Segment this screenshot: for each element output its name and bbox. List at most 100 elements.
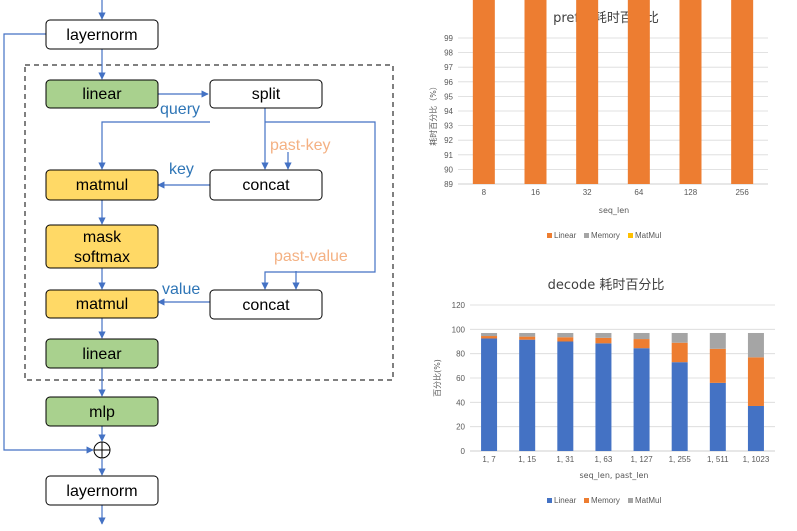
node-label: layernorm xyxy=(66,483,137,500)
x-tick-label: 1, 15 xyxy=(518,455,536,464)
x-axis-title: seq_len, past_len xyxy=(580,471,649,480)
x-tick-label: 128 xyxy=(684,188,698,197)
legend-swatch-linear xyxy=(547,498,552,503)
bar-segment-linear xyxy=(481,338,498,451)
node-linear-top: linear xyxy=(45,79,159,109)
x-tick-label: 1, 255 xyxy=(669,455,692,464)
x-tick-label: 1, 63 xyxy=(595,455,613,464)
y-tick-label: 99 xyxy=(444,34,453,43)
node-label: split xyxy=(252,86,281,103)
node-label: matmul xyxy=(76,177,128,194)
x-tick-label: 1, 127 xyxy=(630,455,653,464)
node-layernorm-bottom: layernorm xyxy=(45,475,159,506)
x-tick-label: 1, 7 xyxy=(482,455,496,464)
node-label: linear xyxy=(82,346,122,363)
node-concat-top: concat xyxy=(209,169,323,201)
label-past-value: past-value xyxy=(274,248,348,265)
bar-segment-memory xyxy=(519,336,536,340)
add-icon xyxy=(93,441,111,459)
y-tick-label: 40 xyxy=(456,398,465,407)
y-tick-label: 94 xyxy=(444,107,453,116)
legend-label-linear: Linear xyxy=(554,496,577,505)
legend-label-memory: Memory xyxy=(591,496,620,505)
bar-segment-matmul xyxy=(481,332,498,337)
legend-swatch-matmul xyxy=(628,233,633,238)
bar-segment-matmul xyxy=(671,332,688,343)
x-tick-label: 256 xyxy=(735,188,749,197)
transformer-block-diagram: layernorm linear split matmul concat mas… xyxy=(3,0,394,525)
legend-swatch-linear xyxy=(547,233,552,238)
node-label: linear xyxy=(82,86,122,103)
x-tick-label: 8 xyxy=(482,188,487,197)
bar-segment-linear xyxy=(472,0,495,184)
bar-segment-linear xyxy=(595,343,612,451)
legend: Linear Memory MatMul xyxy=(547,231,661,240)
node-label: layernorm xyxy=(66,27,137,44)
arrow-split-to-concat-value xyxy=(261,121,376,290)
legend-label-memory: Memory xyxy=(591,231,620,240)
bar-segment-linear xyxy=(627,0,650,184)
y-tick-label: 90 xyxy=(444,165,453,174)
y-tick-label: 93 xyxy=(444,122,453,131)
node-mlp: mlp xyxy=(45,396,159,427)
attention-region xyxy=(24,64,394,381)
x-tick-label: 32 xyxy=(583,188,592,197)
node-linear-bottom: linear xyxy=(45,338,159,369)
label-key: key xyxy=(169,161,194,178)
bar-segment-linear xyxy=(519,339,536,451)
bar-segment-memory xyxy=(671,342,688,363)
node-label: softmax xyxy=(74,249,130,266)
bar-segment-matmul xyxy=(519,332,536,337)
label-past-key: past-key xyxy=(270,137,330,154)
node-label: mask xyxy=(83,229,122,246)
chart-decode: decode 耗时百分比 百分比(%) seq_len, past_len 02… xyxy=(432,278,775,505)
x-tick-label: 1, 511 xyxy=(707,455,729,464)
node-split: split xyxy=(209,79,323,109)
y-axis-title: 百分比(%) xyxy=(432,359,442,397)
y-tick-label: 100 xyxy=(452,325,466,334)
bar-segment-linear xyxy=(679,0,702,184)
label-query: query xyxy=(160,101,200,118)
bar-segment-linear xyxy=(671,362,688,451)
x-tick-label: 16 xyxy=(531,188,540,197)
chart-title: decode 耗时百分比 xyxy=(548,278,665,293)
x-axis-title: seq_len xyxy=(599,206,629,215)
y-tick-label: 20 xyxy=(456,423,465,432)
bar-segment-memory xyxy=(747,357,764,406)
bar-segment-linear xyxy=(576,0,599,184)
x-tick-label: 64 xyxy=(634,188,643,197)
bar-segment-linear xyxy=(731,0,754,184)
legend-swatch-memory xyxy=(584,233,589,238)
y-tick-label: 92 xyxy=(444,136,453,145)
node-concat-bottom: concat xyxy=(209,289,323,320)
y-tick-label: 97 xyxy=(444,63,453,72)
bar-segment-linear xyxy=(747,405,764,451)
y-tick-label: 80 xyxy=(456,350,465,359)
bar-segment-memory xyxy=(481,336,498,339)
arrow-query xyxy=(98,121,210,170)
bar-segment-matmul xyxy=(633,332,650,340)
y-axis-title: 耗时百分比（%） xyxy=(428,82,438,146)
bar-segment-linear xyxy=(524,0,547,184)
legend-label-linear: Linear xyxy=(554,231,577,240)
y-tick-label: 60 xyxy=(456,374,465,383)
label-value: value xyxy=(162,281,200,298)
y-tick-label: 89 xyxy=(444,180,453,189)
legend: Linear Memory MatMul xyxy=(547,496,661,505)
bar-segment-matmul xyxy=(747,332,764,358)
node-layernorm-top: layernorm xyxy=(45,19,159,50)
arrow-residual xyxy=(3,33,94,454)
bar-segment-linear xyxy=(633,348,650,451)
legend-label-matmul: MatMul xyxy=(635,231,661,240)
connectors xyxy=(3,0,376,525)
node-label: concat xyxy=(242,177,290,194)
node-mask-softmax: mask softmax xyxy=(45,224,159,269)
x-tick-label: 1, 31 xyxy=(556,455,574,464)
legend-swatch-matmul xyxy=(628,498,633,503)
x-tick-label: 1, 1023 xyxy=(743,455,770,464)
chart-prefill: prefill 耗时百分比 耗时百分比（%） seq_len 899091929… xyxy=(428,0,768,240)
bar-segment-memory xyxy=(633,339,650,349)
